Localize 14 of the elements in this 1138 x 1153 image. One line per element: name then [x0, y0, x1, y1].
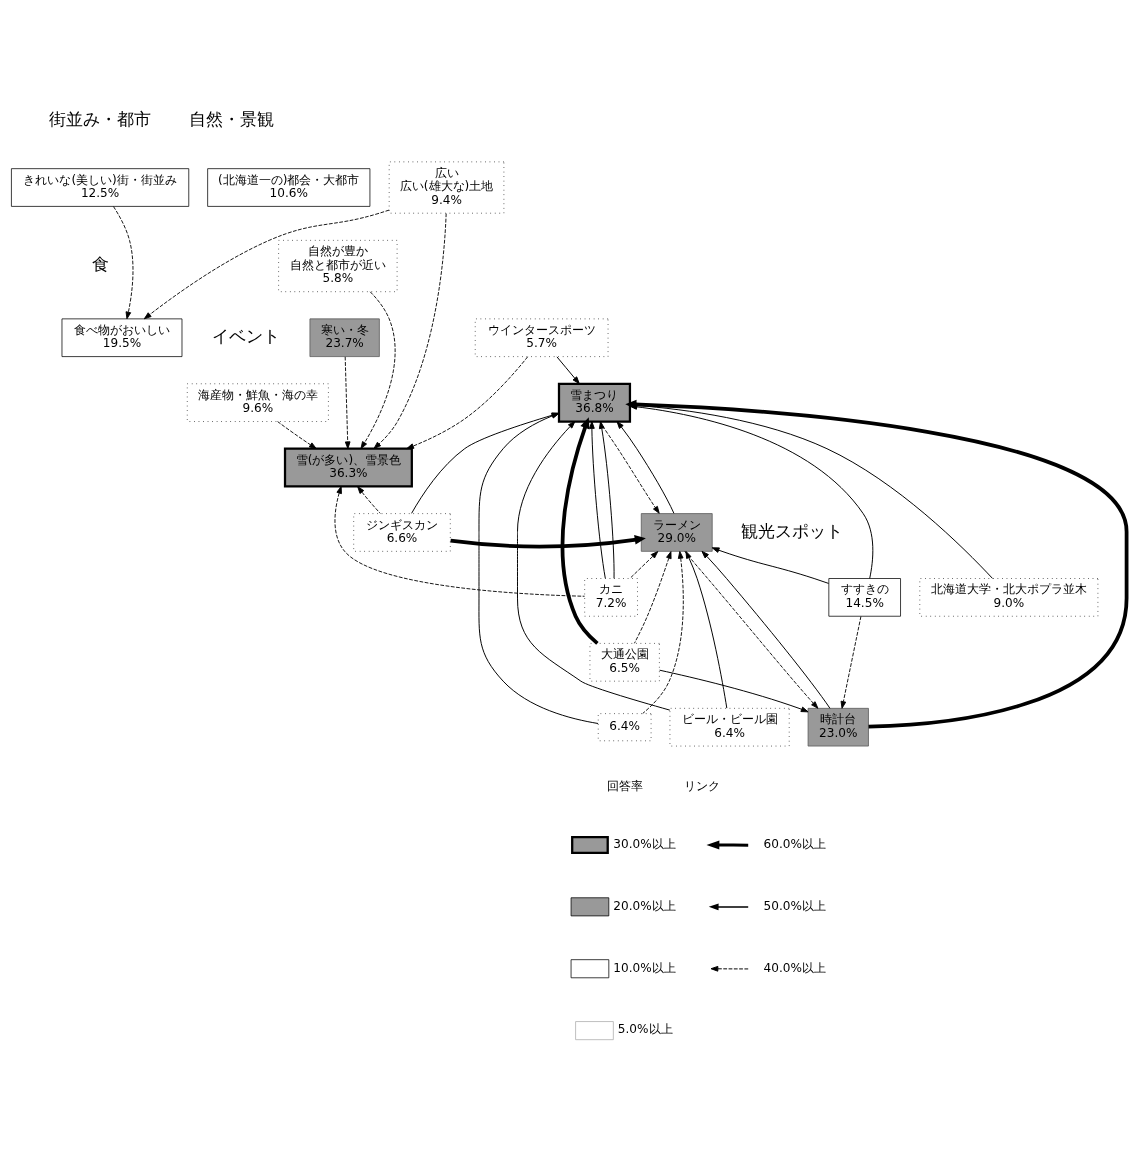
label: 回答率	[606, 778, 643, 793]
label: 自然・景観	[188, 109, 274, 129]
legend-label: 60.0%以上	[763, 836, 826, 851]
legend-label: 40.0%以上	[763, 960, 826, 975]
label: 観光スポット	[741, 521, 844, 541]
label: 食	[91, 254, 109, 274]
legend-label: 5.0%以上	[617, 1021, 673, 1036]
legend-label: 30.0%以上	[613, 836, 676, 851]
legend-label: 20.0%以上	[613, 898, 676, 913]
legend-label: 50.0%以上	[763, 898, 826, 913]
legend-label: 10.0%以上	[613, 960, 676, 975]
label: 街並み・都市	[49, 109, 152, 129]
label: イベント	[211, 326, 280, 346]
label: リンク	[683, 778, 720, 793]
